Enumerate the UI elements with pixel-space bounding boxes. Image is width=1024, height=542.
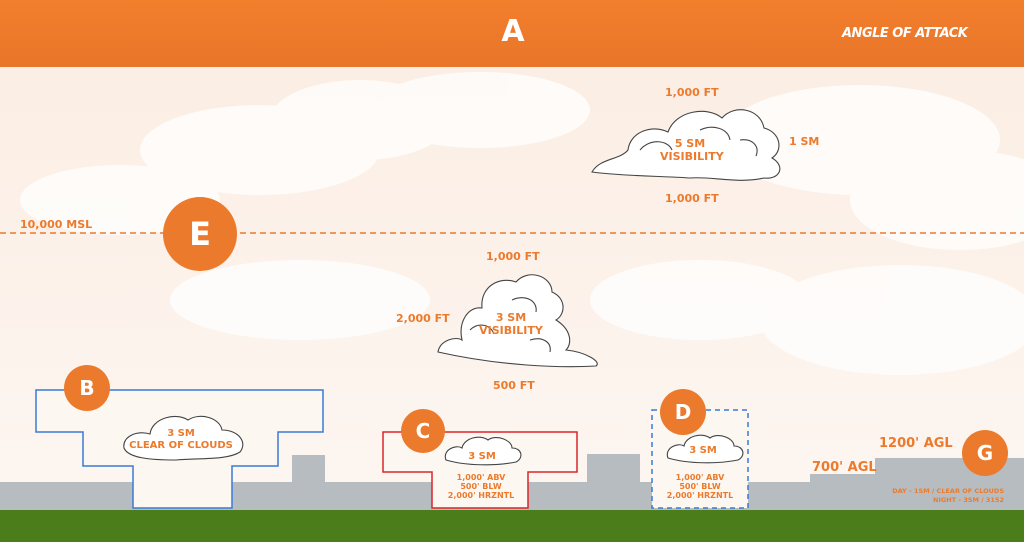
class-e-letter: E — [189, 215, 211, 253]
msl-label: 10,000 MSL — [20, 218, 93, 231]
upper-cloud-visibility: 5 SM VISIBILITY — [660, 137, 724, 163]
lower-cloud-vis-1: 3 SM — [495, 311, 527, 324]
class-g-requirements: DAY - 1SM / CLEAR OF CLOUDS NIGHT - 3SM … — [880, 487, 1004, 506]
agl-1200-label: 1200' AGL — [879, 436, 953, 451]
cloud-b-sketch — [123, 415, 244, 461]
class-d-requirements: 1,000' ABV 500' BLW 2,000' HRZNTL — [655, 473, 745, 501]
class-g-letter: G — [976, 441, 994, 465]
lower-cloud-side: 2,000 FT — [396, 312, 450, 325]
class-c-requirements: 1,000' ABV 500' BLW 2,000' HRZNTL — [436, 473, 526, 501]
class-b-letter: B — [79, 376, 95, 400]
class-c-badge: C — [401, 409, 445, 453]
cloud-upper-sketch — [591, 109, 781, 181]
lower-cloud-vis-2: VISIBILITY — [479, 323, 543, 337]
class-d-blw: 500' BLW — [679, 482, 721, 492]
agl-700-label: 700' AGL — [812, 460, 877, 475]
class-b-line-2: CLEAR OF CLOUDS — [129, 439, 233, 451]
class-g-day: DAY - 1SM / CLEAR OF CLOUDS — [892, 487, 1004, 495]
class-e-badge: E — [163, 197, 237, 271]
header-bar — [0, 0, 1024, 67]
class-d-badge: D — [660, 389, 706, 435]
lower-cloud-below: 500 FT — [493, 379, 535, 392]
cloud-c-sketch — [444, 436, 522, 466]
upper-cloud-side: 1 SM — [789, 135, 820, 148]
brand-logo: ANGLE OF ATTACK — [842, 26, 968, 41]
class-c-letter: C — [415, 419, 431, 443]
lower-cloud-visibility: 3 SM VISIBILITY — [476, 311, 546, 337]
class-c-hrz: 2,000' HRZNTL — [447, 491, 515, 501]
class-g-badge: G — [962, 430, 1008, 476]
class-d-cloud-label: 3 SM — [689, 445, 717, 456]
ground — [0, 510, 1024, 542]
class-b-requirement: 3 SM CLEAR OF CLOUDS — [126, 428, 236, 451]
class-c-abv: 1,000' ABV — [456, 473, 506, 482]
class-d-letter: D — [674, 400, 692, 424]
class-c-blw: 500' BLW — [460, 482, 502, 492]
class-d-hrz: 2,000' HRZNTL — [666, 491, 734, 501]
lower-cloud-above: 1,000 FT — [486, 250, 540, 263]
header-letter: A — [501, 14, 525, 49]
class-b-line-1: 3 SM — [167, 428, 195, 439]
class-g-night: NIGHT - 3SM / 3152 — [933, 496, 1004, 505]
class-c-cloud-label: 3 SM — [468, 451, 496, 462]
cloud-d-sketch — [666, 434, 744, 464]
upper-cloud-above: 1,000 FT — [665, 86, 719, 99]
upper-cloud-below: 1,000 FT — [665, 192, 719, 205]
class-d-abv: 1,000' ABV — [675, 473, 725, 482]
cloud-lower-sketch — [437, 274, 598, 368]
class-b-badge: B — [64, 365, 110, 411]
upper-cloud-vis-1: 5 SM — [674, 137, 706, 150]
upper-cloud-vis-2: VISIBILITY — [660, 149, 724, 163]
